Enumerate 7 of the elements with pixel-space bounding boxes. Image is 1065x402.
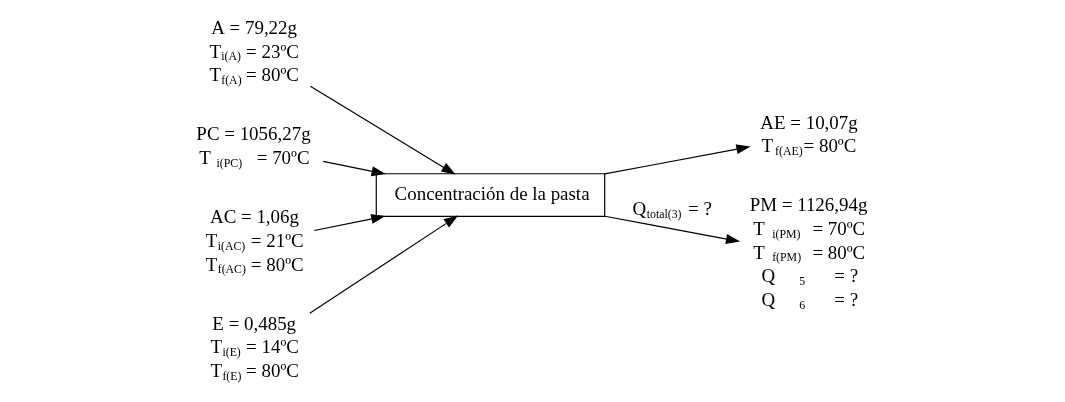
node-box: Concentración de la pasta: [375, 173, 606, 217]
arrow: [309, 85, 456, 175]
arrow: [604, 215, 741, 244]
arrow: [313, 214, 386, 232]
arrow: [322, 160, 386, 177]
arrow: [309, 215, 459, 314]
arrow: [604, 144, 751, 175]
